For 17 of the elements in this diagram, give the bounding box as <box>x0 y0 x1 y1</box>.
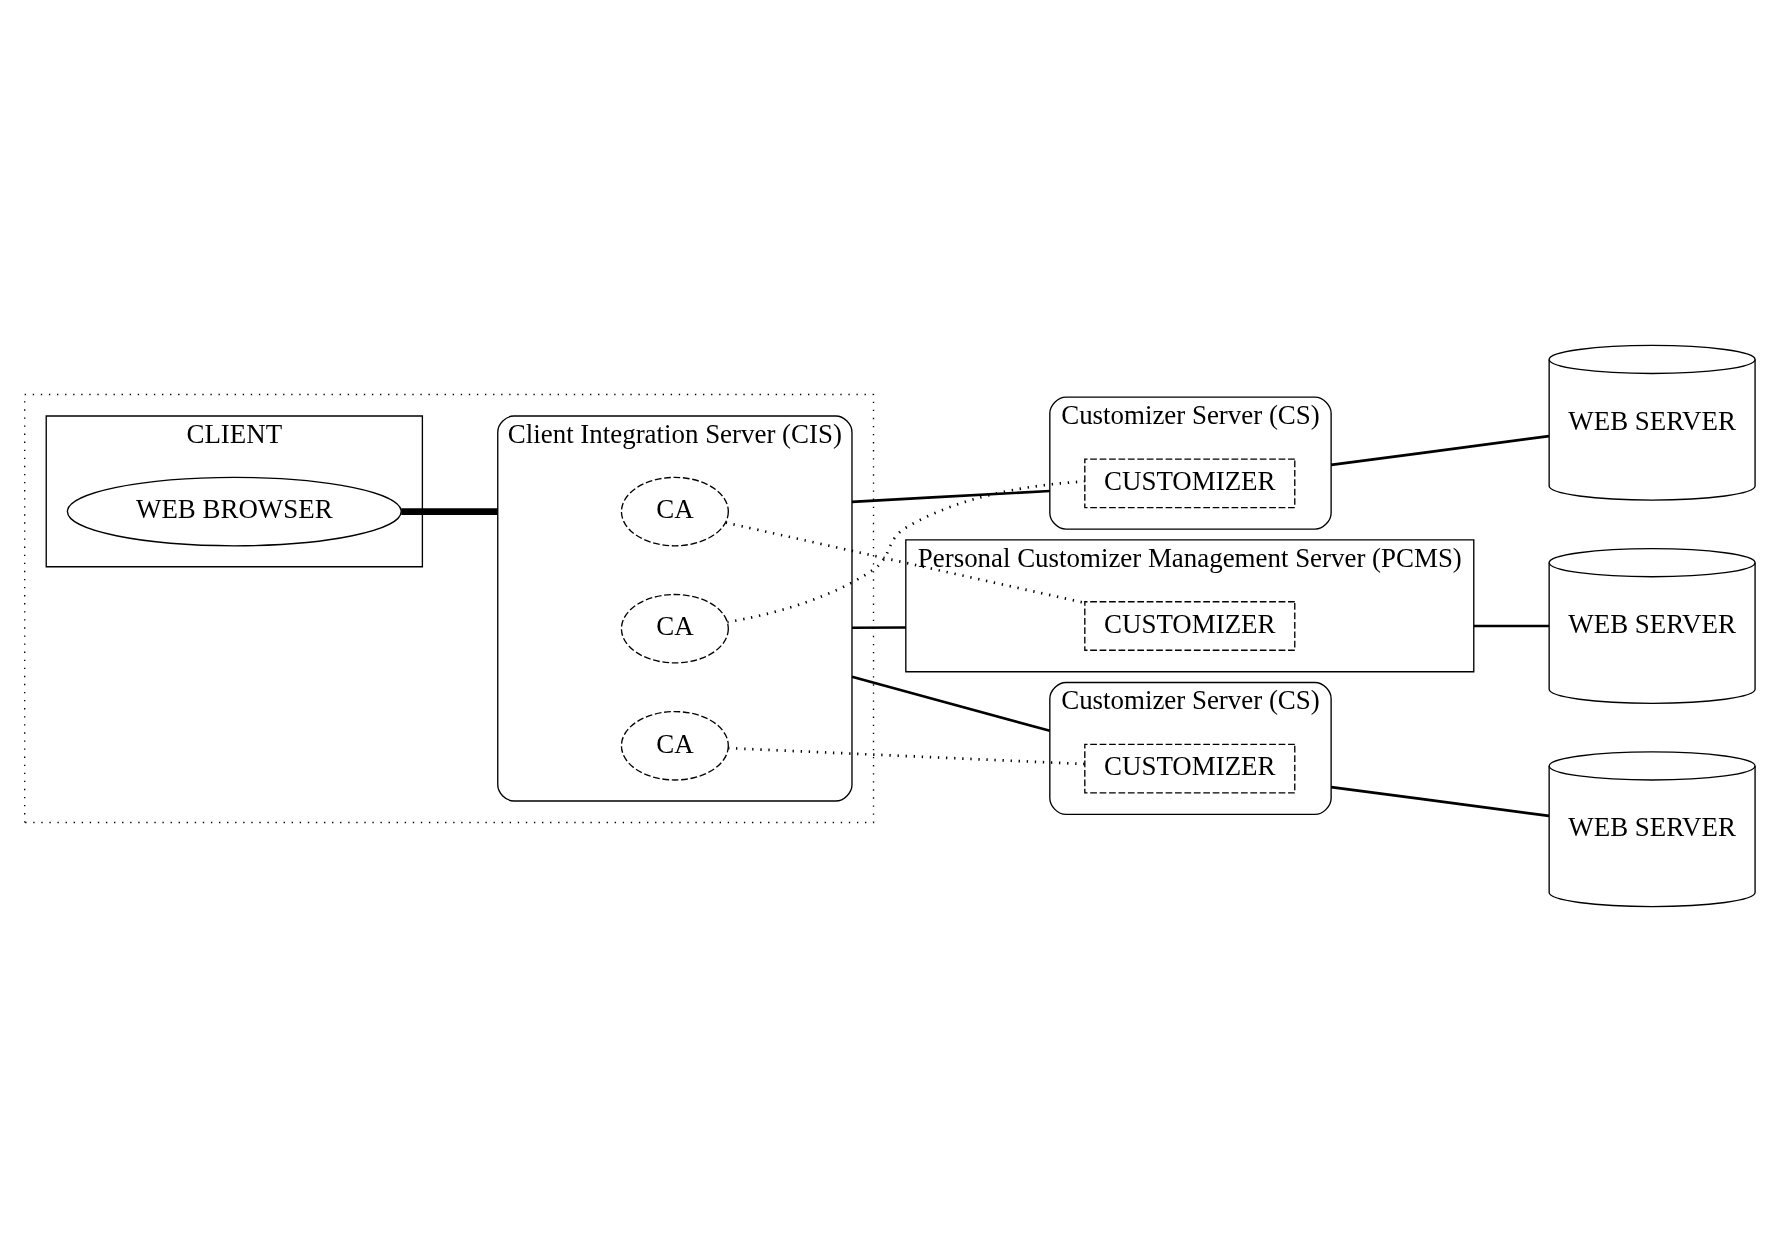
node-ellipse: WEB BROWSER <box>66 476 402 547</box>
node-box: CUSTOMIZER <box>1084 743 1296 794</box>
node-box: CUSTOMIZER <box>1084 458 1296 509</box>
connector <box>851 489 1050 504</box>
connector <box>1330 434 1550 467</box>
connector <box>851 675 1051 733</box>
node-box: CUSTOMIZER <box>1084 601 1296 651</box>
connector <box>725 521 1085 605</box>
node-ellipse: CA <box>620 710 729 781</box>
connector <box>728 746 1085 766</box>
node-ellipse: CA <box>620 593 729 664</box>
connector <box>851 626 906 630</box>
cluster <box>24 393 875 824</box>
node-ellipse: CA <box>620 476 729 547</box>
connector <box>727 480 1085 624</box>
connector <box>1330 785 1550 818</box>
connector <box>1473 624 1549 628</box>
